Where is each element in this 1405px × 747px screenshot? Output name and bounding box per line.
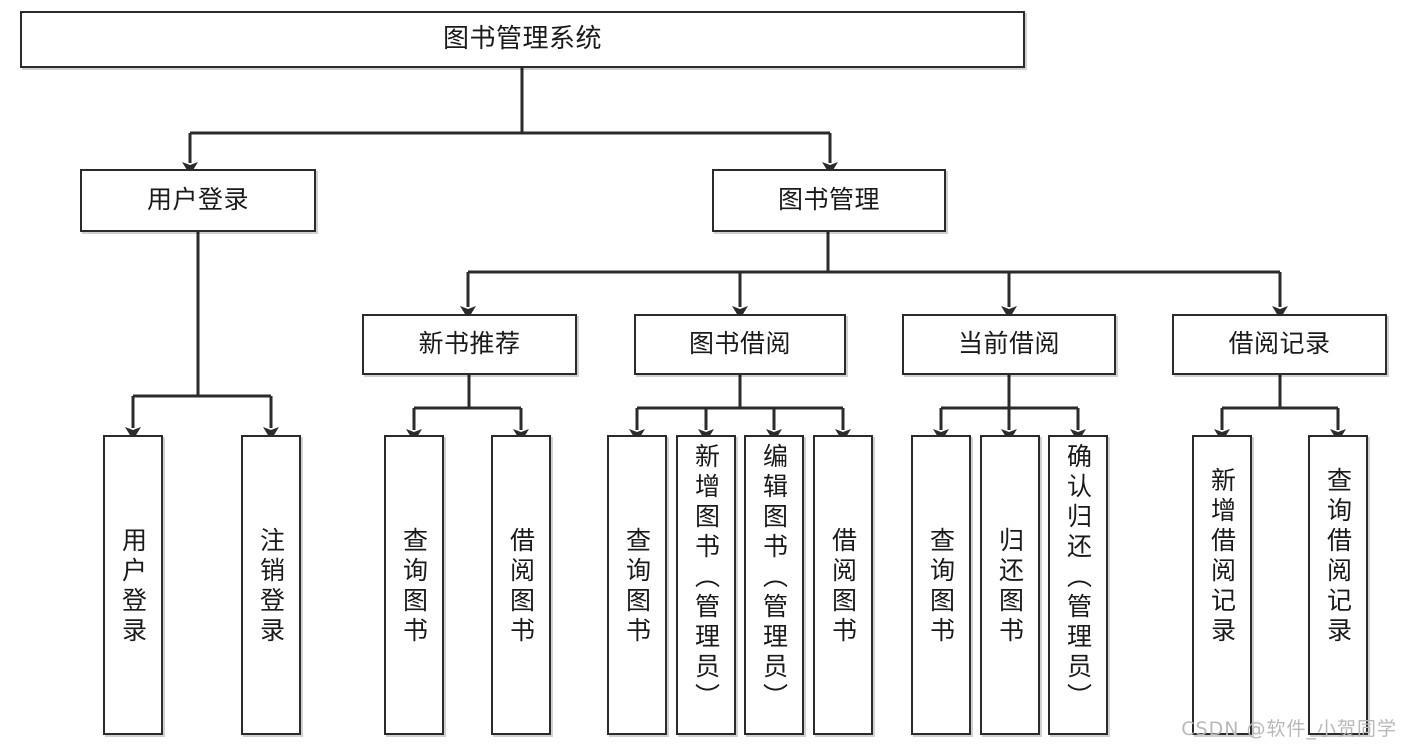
leaf-current-borrow-2-label: 归还图书 [995,527,1025,647]
leaf-user-login-1[interactable]: 用户登录 [103,435,163,735]
leaf-user-login-1-label: 用户登录 [118,527,148,647]
leaf-borrow-records-2-label: 查询借阅记录 [1323,467,1353,647]
node-root[interactable]: 图书管理系统 [20,11,1025,68]
leaf-current-borrow-2[interactable]: 归还图书 [980,435,1040,735]
leaf-book-borrow-2-label: 新增图书（管理员） [691,443,721,713]
leaf-book-borrow-1-label: 查询图书 [622,527,652,647]
leaf-current-borrow-1-label: 查询图书 [926,527,956,647]
node-book-borrow-label: 图书借阅 [688,329,791,359]
node-user-login[interactable]: 用户登录 [80,169,316,232]
leaf-new-book-2[interactable]: 借阅图书 [491,435,551,735]
node-borrow-records-label: 借阅记录 [1228,329,1331,359]
leaf-borrow-records-2[interactable]: 查询借阅记录 [1308,435,1368,735]
leaf-book-borrow-2[interactable]: 新增图书（管理员） [676,435,736,735]
node-current-borrow-label: 当前借阅 [957,329,1060,359]
leaf-new-book-2-label: 借阅图书 [506,527,536,647]
csdn-watermark: CSDN @软件_小贺同学 [1181,718,1397,740]
node-root-label: 图书管理系统 [442,23,602,54]
leaf-book-borrow-4[interactable]: 借阅图书 [813,435,873,735]
node-book-manage-label: 图书管理 [777,185,880,215]
leaf-book-borrow-3[interactable]: 编辑图书（管理员） [744,435,804,735]
leaf-book-borrow-4-label: 借阅图书 [828,527,858,647]
node-borrow-records[interactable]: 借阅记录 [1172,314,1387,375]
node-book-borrow[interactable]: 图书借阅 [634,314,846,375]
leaf-user-login-2[interactable]: 注销登录 [241,435,301,735]
leaf-new-book-1[interactable]: 查询图书 [384,435,444,735]
leaf-user-login-2-label: 注销登录 [256,527,286,647]
leaf-borrow-records-1-label: 新增借阅记录 [1207,467,1237,647]
leaf-book-borrow-1[interactable]: 查询图书 [607,435,667,735]
leaf-new-book-1-label: 查询图书 [399,527,429,647]
leaf-current-borrow-1[interactable]: 查询图书 [911,435,971,735]
node-new-book-recommend-label: 新书推荐 [418,329,521,359]
node-current-borrow[interactable]: 当前借阅 [902,314,1116,375]
leaf-book-borrow-3-label: 编辑图书（管理员） [759,443,789,713]
node-new-book-recommend[interactable]: 新书推荐 [362,314,577,375]
leaf-borrow-records-1[interactable]: 新增借阅记录 [1192,435,1252,735]
node-user-login-label: 用户登录 [146,185,249,215]
leaf-current-borrow-3-label: 确认归还（管理员） [1063,443,1093,713]
leaf-current-borrow-3[interactable]: 确认归还（管理员） [1048,435,1108,735]
node-book-manage[interactable]: 图书管理 [712,169,946,232]
